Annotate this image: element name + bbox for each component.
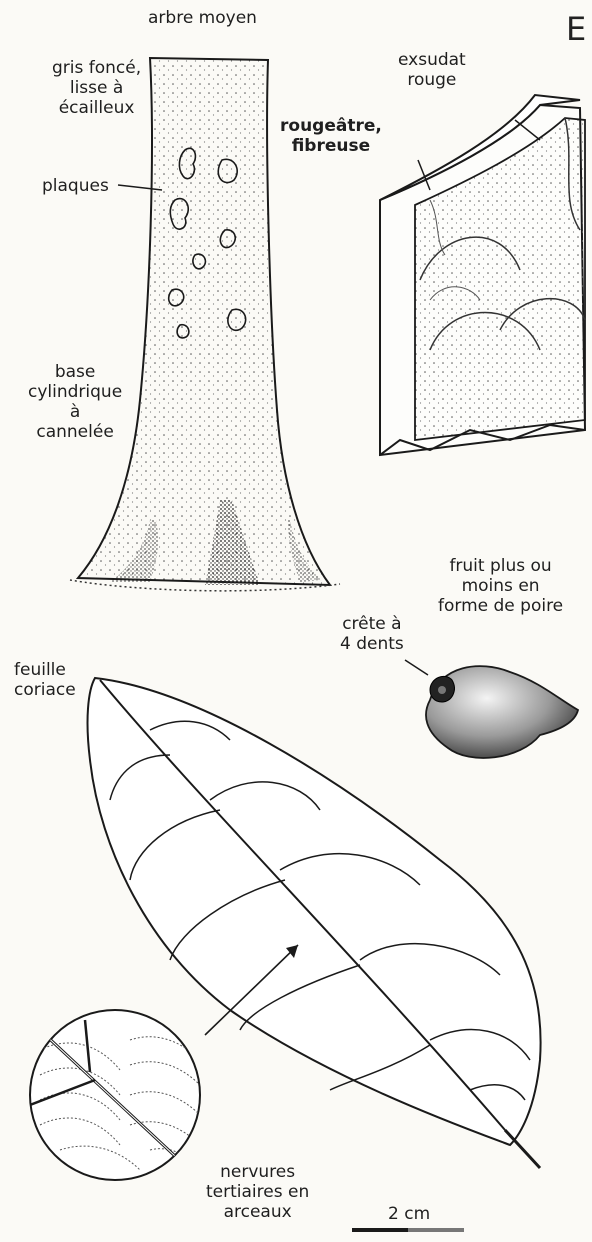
label-veins: nervures tertiaires en arceaux xyxy=(206,1162,309,1222)
label-patches: plaques xyxy=(42,176,109,196)
bark-slash-block xyxy=(380,95,585,455)
label-leaf: feuille coriace xyxy=(14,660,76,700)
scale-bar xyxy=(352,1228,464,1232)
plate-letter: E xyxy=(566,10,586,48)
label-crest: crête à 4 dents xyxy=(340,614,404,654)
label-fruit: fruit plus ou moins en forme de poire xyxy=(438,556,563,616)
fruit xyxy=(405,660,578,758)
label-bark-color: gris foncé, lisse à écailleux xyxy=(52,58,141,118)
label-base: base cylindrique à cannelée xyxy=(28,362,122,442)
label-tree: arbre moyen xyxy=(148,8,257,28)
label-exudate: exsudat rouge xyxy=(398,50,466,90)
label-slash: rougeâtre, fibreuse xyxy=(280,116,382,156)
vein-detail-lens xyxy=(30,1010,200,1180)
label-scale: 2 cm xyxy=(388,1204,430,1224)
